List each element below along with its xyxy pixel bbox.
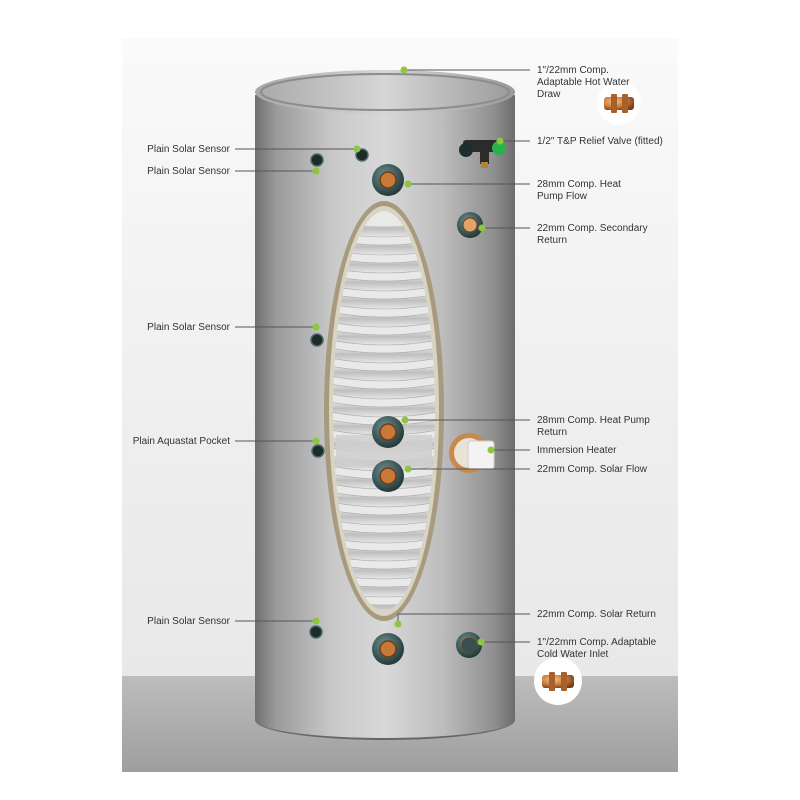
callout-solar-sensor-3: Plain Solar Sensor: [147, 322, 320, 333]
coil-rib: [333, 543, 435, 562]
callout-label: 1"/22mm Comp. Adaptable: [537, 637, 657, 648]
copper-adaptor-fitting-bottom: [534, 657, 582, 705]
coil-rib: [333, 525, 435, 544]
callout-solar-sensor-4: Plain Solar Sensor: [147, 616, 320, 627]
coil-rib: [333, 507, 435, 526]
relief-valve: [459, 140, 506, 168]
callout-label: 1"/22mm Comp.: [537, 65, 609, 76]
callout-label: Cold Water Inlet: [537, 649, 609, 660]
copper-adaptor-fitting-top: [597, 81, 641, 125]
marker-dot: [487, 446, 495, 454]
marker-dot: [404, 180, 412, 188]
callout-label: Adaptable Hot Water: [537, 77, 630, 88]
callout-aquastat-pocket: Plain Aquastat Pocket: [133, 436, 320, 447]
coil-rib: [333, 327, 435, 346]
sensor-pocket: [309, 625, 323, 639]
coil-rib: [333, 273, 435, 292]
callout-label: 28mm Comp. Heat: [537, 179, 621, 190]
compression-fitting: [372, 633, 404, 665]
marker-dot: [477, 638, 485, 646]
marker-dot: [312, 437, 320, 445]
marker-dot: [478, 224, 486, 232]
marker-dot: [400, 66, 408, 74]
sensor-pocket: [355, 148, 369, 162]
callout-label: Draw: [537, 89, 561, 100]
coil-rib: [333, 399, 435, 418]
marker-dot: [394, 620, 402, 628]
callout-label: Immersion Heater: [537, 445, 617, 456]
coil-rib: [333, 363, 435, 382]
marker-dot: [496, 137, 504, 145]
callout-label: 22mm Comp. Secondary: [537, 223, 648, 234]
callout-solar-sensor-2: Plain Solar Sensor: [147, 166, 320, 177]
callout-relief-valve: 1/2" T&P Relief Valve (fitted): [496, 136, 663, 147]
coil-rib: [333, 255, 435, 274]
sensor-pocket: [311, 444, 325, 458]
callout-label: Plain Solar Sensor: [147, 166, 230, 177]
callout-label: 1/2" T&P Relief Valve (fitted): [537, 136, 663, 147]
compression-fitting-secondary: [457, 212, 483, 238]
marker-dot: [401, 416, 409, 424]
callout-solar-return: 22mm Comp. Solar Return: [394, 609, 656, 628]
coil-rib: [333, 309, 435, 328]
compression-fitting-secondary: [456, 632, 482, 658]
compression-fitting: [372, 416, 404, 448]
marker-dot: [312, 617, 320, 625]
immersion-heater-boss: [449, 433, 495, 473]
coil-rib: [333, 489, 435, 508]
callout-immersion-heater: Immersion Heater: [487, 445, 617, 456]
callout-label: Plain Solar Sensor: [147, 144, 230, 155]
callout-solar-flow: 22mm Comp. Solar Flow: [404, 464, 648, 475]
sensor-pocket: [310, 333, 324, 347]
coil-rib: [333, 345, 435, 364]
marker-dot: [404, 465, 412, 473]
callout-label: 22mm Comp. Solar Return: [537, 609, 656, 620]
marker-dot: [312, 167, 320, 175]
sensor-pocket: [310, 153, 324, 167]
callout-solar-sensor-1: Plain Solar Sensor: [147, 144, 361, 155]
coil-rib: [333, 381, 435, 400]
compression-fitting: [372, 164, 404, 196]
callout-label: 22mm Comp. Solar Flow: [537, 464, 648, 475]
compression-fitting: [372, 460, 404, 492]
callout-label: 28mm Comp. Heat Pump: [537, 415, 650, 426]
marker-dot: [353, 145, 361, 153]
callout-label: Pump Flow: [537, 191, 588, 202]
callout-label: Return: [537, 427, 567, 438]
callout-label: Plain Aquastat Pocket: [133, 436, 231, 447]
callout-label: Plain Solar Sensor: [147, 322, 230, 333]
callout-label: Plain Solar Sensor: [147, 616, 230, 627]
coil-rib: [333, 291, 435, 310]
marker-dot: [312, 323, 320, 331]
callout-label: Return: [537, 235, 567, 246]
